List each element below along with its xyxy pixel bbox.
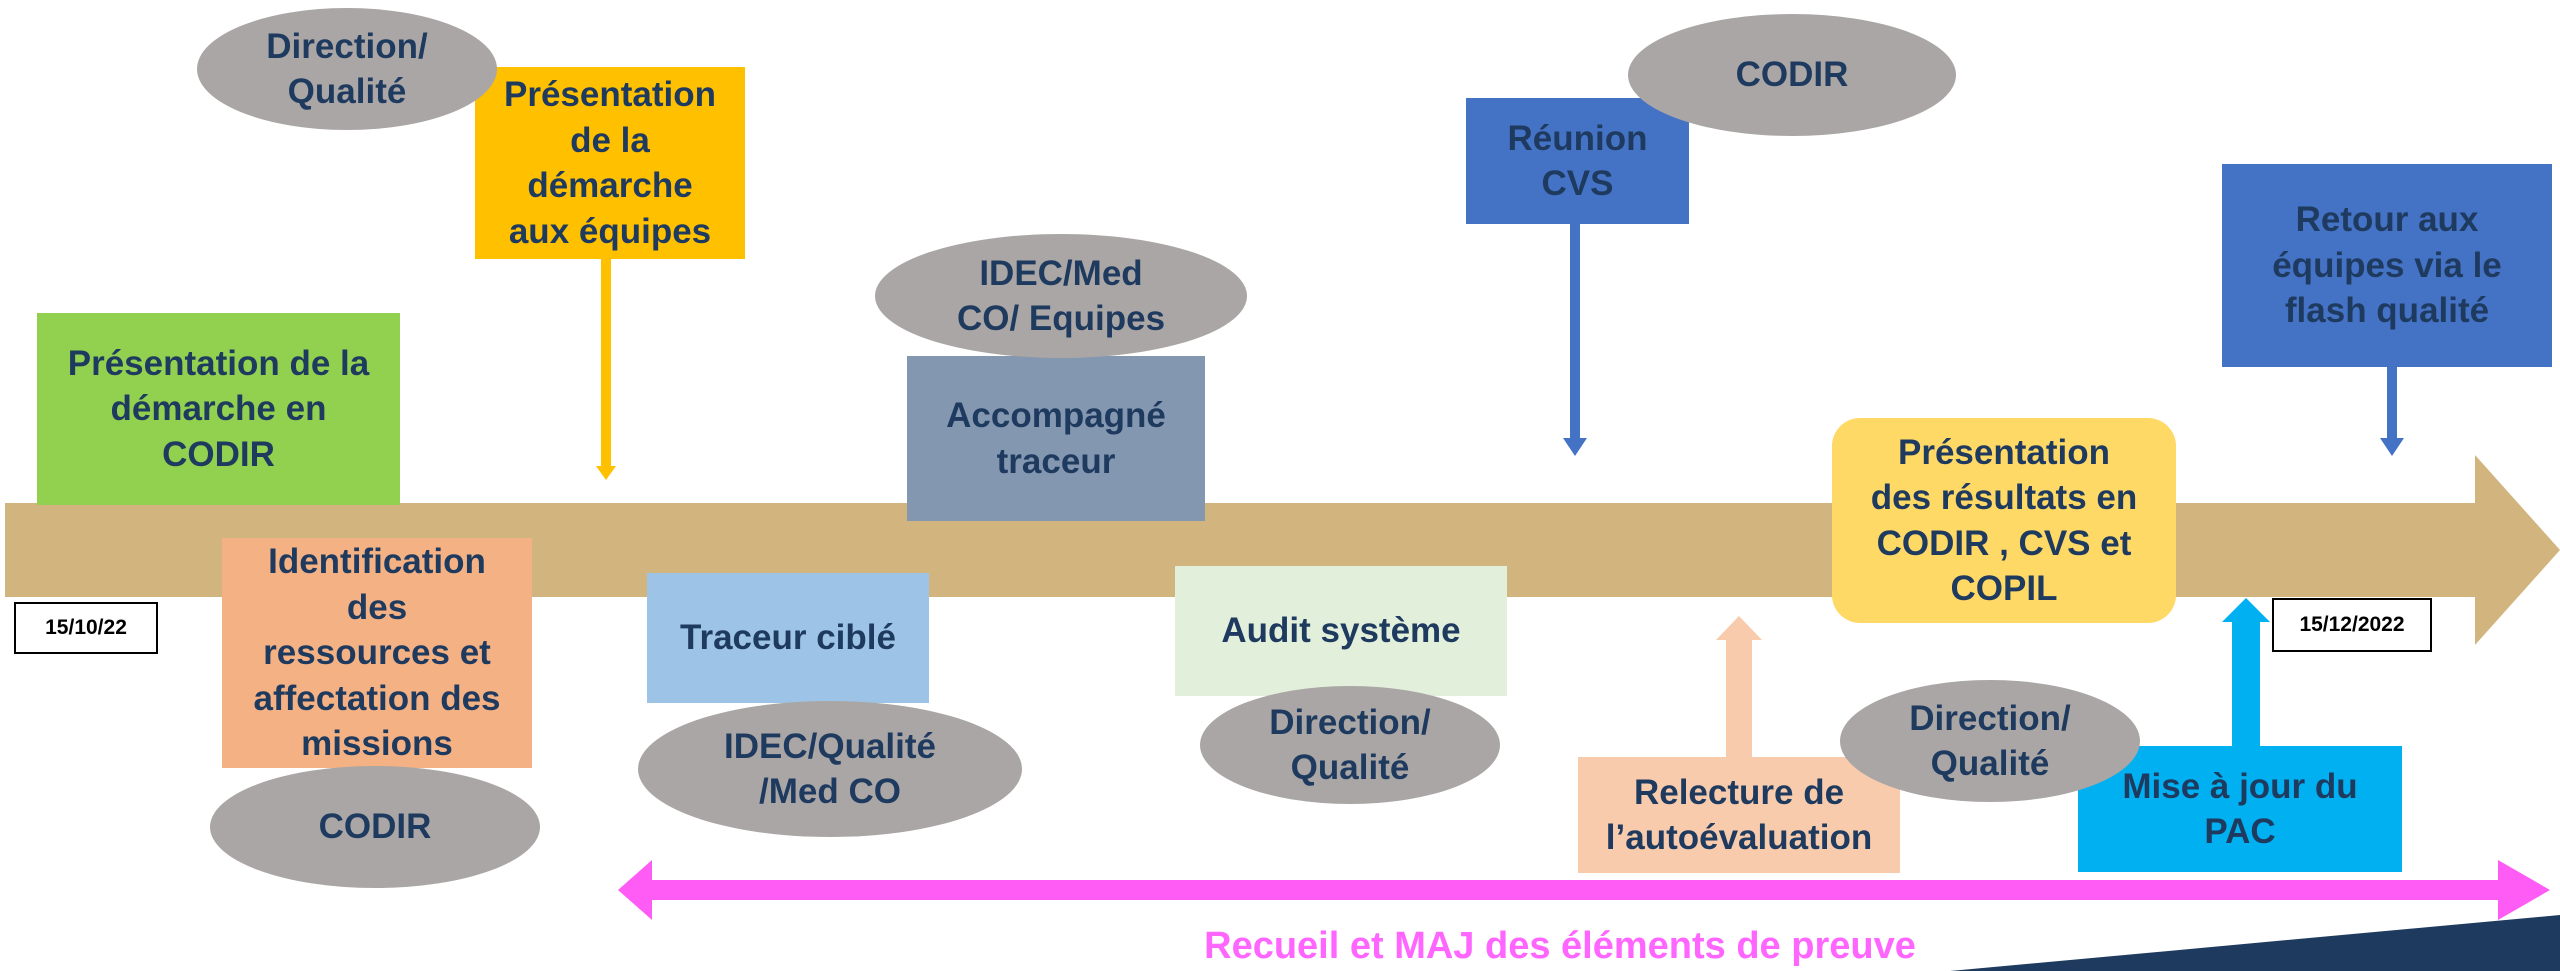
box-mise-a-jour: Mise à jour du PAC: [2078, 746, 2402, 872]
box-presentation-equipes: Présentation de la démarche aux équipes: [475, 67, 745, 259]
ellipse-direction-qualite-1: Direction/ Qualité: [197, 8, 497, 130]
box-traceur-cible: Traceur ciblé: [647, 573, 929, 703]
connector-arrow-relecture: [1726, 638, 1752, 758]
ellipse-direction-qualite-2: Direction/ Qualité: [1200, 686, 1500, 804]
box-retour-equipes: Retour aux équipes via le flash qualité: [2222, 164, 2552, 367]
pink-arrowhead-left: [618, 860, 652, 920]
box-identification: Identification des ressources et affecta…: [222, 538, 532, 768]
connector-arrowhead-relecture: [1716, 616, 1762, 640]
box-presentation-resultats: Présentation des résultats en CODIR , CV…: [1832, 418, 2176, 623]
timeline-arrow: [5, 455, 2560, 645]
connector-arrowhead-cvs: [1563, 438, 1587, 456]
ellipse-codir-1: CODIR: [210, 766, 540, 888]
bottom-label: Recueil et MAJ des éléments de preuve: [1204, 925, 1916, 967]
pink-arrowhead-right: [2498, 860, 2550, 920]
connector-arrowhead-equipes: [596, 466, 616, 480]
ellipse-idec-qualite: IDEC/Qualité /Med CO: [638, 701, 1022, 837]
box-audit-systeme: Audit système: [1175, 566, 1507, 696]
pink-arrow-shaft: [650, 880, 2500, 900]
box-relecture: Relecture de l’autoévaluation: [1578, 757, 1900, 873]
corner-band: [1950, 915, 2560, 971]
ellipse-idec-med: IDEC/Med CO/ Equipes: [875, 234, 1247, 358]
box-accompagne-traceur: Accompagné traceur: [907, 356, 1205, 521]
connector-arrowhead-retour: [2380, 438, 2404, 456]
box-presentation-codir: Présentation de la démarche en CODIR: [37, 313, 400, 505]
connector-arrowhead-pac: [2222, 598, 2270, 622]
end-date: 15/12/2022: [2272, 598, 2432, 652]
ellipse-codir-2: CODIR: [1628, 14, 1956, 136]
start-date: 15/10/22: [14, 602, 158, 654]
connector-arrow-pac: [2232, 620, 2260, 748]
ellipse-direction-qualite-3: Direction/ Qualité: [1840, 680, 2140, 802]
box-reunion-cvs: Réunion CVS: [1466, 98, 1689, 224]
